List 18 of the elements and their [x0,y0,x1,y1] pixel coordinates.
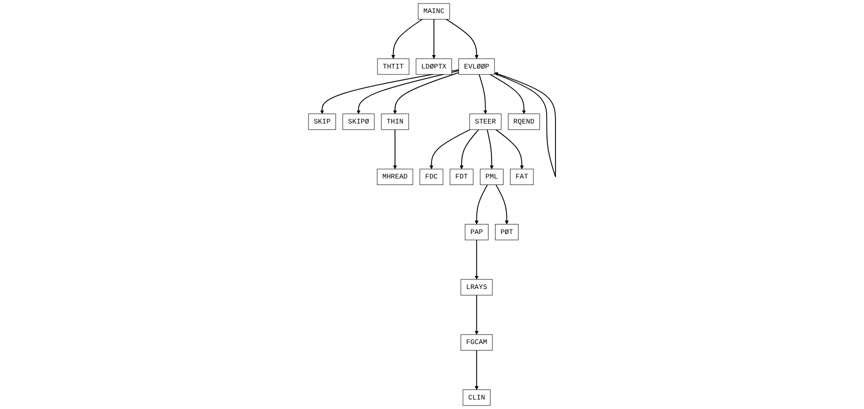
arrow [486,129,494,170]
arrow [356,70,460,114]
arrow [391,18,423,59]
arrow [490,74,526,114]
arrow [474,240,479,280]
arrow [474,184,488,224]
arrow [494,72,556,178]
arrow [474,294,479,335]
arrow [460,129,480,170]
arrow [393,72,460,114]
arrow [446,18,479,59]
arrow [478,74,488,114]
arrow [393,129,397,170]
arrow [430,129,470,170]
arrow [432,18,436,59]
arrow [474,350,479,390]
arrow [496,184,509,224]
arrow [495,129,524,170]
